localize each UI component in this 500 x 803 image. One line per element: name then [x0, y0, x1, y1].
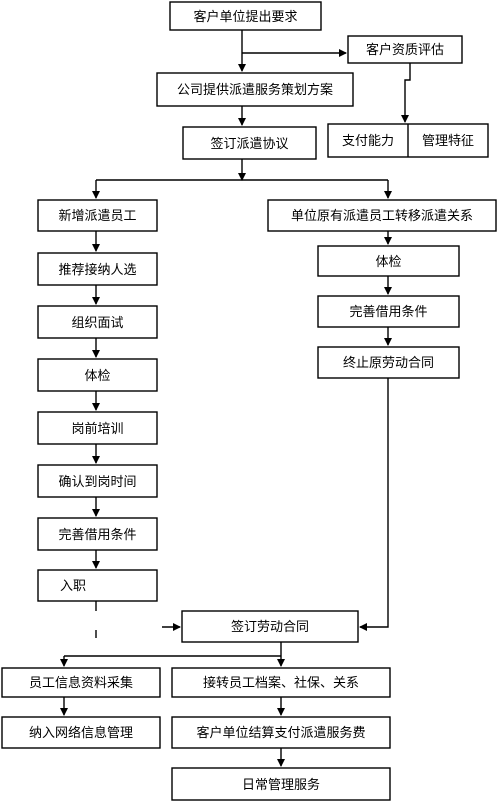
node-sign-agreement: 签订派遣协议 — [182, 126, 317, 160]
edge-terminate-to-labor — [359, 378, 389, 631]
node-info-collection-label: 员工信息资料采集 — [29, 675, 133, 691]
node-network-management: 纳入网络信息管理 — [1, 716, 161, 749]
edge-eval-to-ability — [401, 63, 411, 123]
node-file-transfer: 接转员工档案、社保、关系 — [171, 667, 391, 698]
node-info-collection: 员工信息资料采集 — [1, 667, 161, 698]
node-improve-conditions-left: 完善借用条件 — [37, 517, 158, 551]
node-credit-eval-label: 客户资质评估 — [366, 42, 444, 58]
node-confirm-start-time: 确认到岗时间 — [37, 464, 158, 498]
node-file-transfer-label: 接转员工档案、社保、关系 — [203, 675, 359, 691]
node-ability-traits: 支付能力 管理特征 — [327, 123, 489, 158]
node-service-plan: 公司提供派遣服务策划方案 — [156, 72, 354, 107]
node-physical-exam-left: 体检 — [37, 358, 158, 392]
node-sign-agreement-label: 签订派遣协议 — [210, 136, 288, 152]
node-network-management-label: 纳入网络信息管理 — [29, 725, 133, 741]
node-physical-exam-right: 体检 — [317, 245, 460, 277]
node-management-traits-label: 管理特征 — [422, 134, 474, 149]
node-settle-fees: 客户单位结算支付派遣服务费 — [171, 716, 391, 749]
node-payment-ability-label: 支付能力 — [342, 134, 394, 149]
node-transfer-existing-label: 单位原有派遣员工转移派遣关系 — [291, 209, 473, 224]
node-physical-exam-right-label: 体检 — [375, 255, 401, 270]
node-terminate-contract-label: 终止原劳动合同 — [343, 355, 434, 371]
node-interview-label: 组织面试 — [71, 316, 123, 331]
node-onboarding: 入职 — [37, 569, 158, 602]
node-interview: 组织面试 — [37, 305, 158, 339]
node-new-staff-label: 新增派遣员工 — [58, 208, 136, 224]
node-daily-management: 日常管理服务 — [171, 767, 391, 801]
node-pre-job-training: 岗前培训 — [37, 411, 158, 445]
node-onboarding-label: 入职 — [60, 579, 86, 594]
node-recommend-candidates: 推荐接纳人选 — [37, 252, 158, 286]
node-terminate-contract: 终止原劳动合同 — [317, 346, 460, 379]
node-recommend-candidates-label: 推荐接纳人选 — [58, 262, 136, 278]
node-service-plan-label: 公司提供派遣服务策划方案 — [177, 82, 333, 98]
node-improve-conditions-right-label: 完善借用条件 — [349, 304, 427, 320]
node-improve-conditions-right: 完善借用条件 — [317, 295, 460, 328]
node-pre-job-training-label: 岗前培训 — [71, 421, 123, 437]
node-daily-management-label: 日常管理服务 — [242, 777, 320, 793]
connectors — [60, 30, 411, 767]
node-transfer-existing: 单位原有派遣员工转移派遣关系 — [267, 199, 497, 232]
node-improve-conditions-left-label: 完善借用条件 — [58, 527, 136, 543]
node-sign-labor-contract: 签订劳动合同 — [181, 610, 359, 643]
node-sign-labor-contract-label: 签订劳动合同 — [231, 619, 309, 635]
node-new-staff: 新增派遣员工 — [37, 199, 158, 232]
node-confirm-start-time-label: 确认到岗时间 — [58, 475, 136, 490]
node-client-request-label: 客户单位提出要求 — [193, 9, 297, 25]
node-client-request: 客户单位提出要求 — [169, 1, 322, 31]
node-settle-fees-label: 客户单位结算支付派遣服务费 — [196, 725, 365, 741]
node-credit-eval: 客户资质评估 — [347, 35, 463, 64]
node-physical-exam-left-label: 体检 — [84, 369, 110, 384]
